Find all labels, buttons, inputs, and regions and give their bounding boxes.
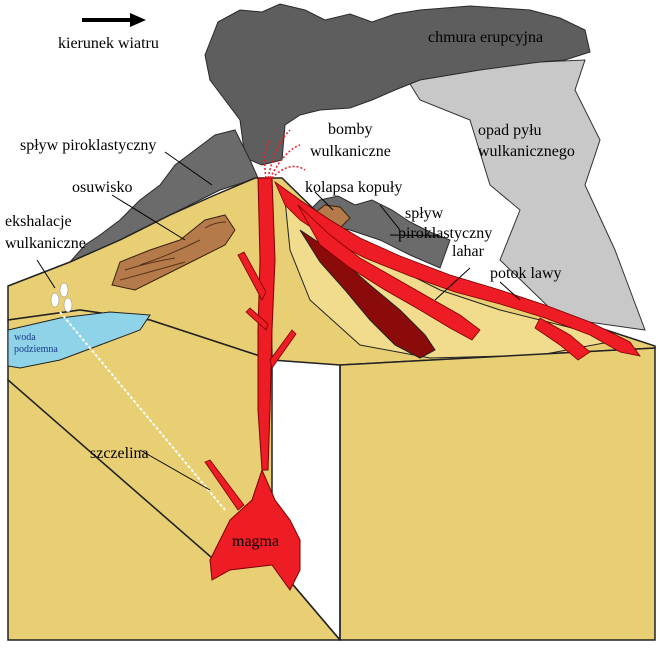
label-fumaroles-2: wulkaniczne [5,235,86,252]
cross-section-right-face [340,348,655,640]
label-pyroclastic-flow-left: spływ piroklastyczny [20,137,156,154]
label-fumaroles-1: ekshalacje [5,213,72,230]
label-groundwater-2: podziemna [14,344,58,355]
label-dome-collapse: kolapsa kopuły [305,179,402,196]
label-lava-flow: potok lawy [490,265,562,282]
label-eruption-cloud: chmura erupcyjna [428,29,543,46]
label-fissure: szczelina [90,445,149,462]
label-landslide: osuwisko [72,179,132,196]
wind-direction-arrow [82,13,146,27]
label-volcanic-bombs-2: wulkaniczne [310,143,391,160]
label-lahar: lahar [452,243,485,260]
label-ash-fall-1: opad pyłu [478,122,542,139]
label-magma: magma [232,533,279,550]
label-wind-direction: kierunek wiatru [58,35,159,52]
label-ash-fall-2: wulkanicznego [478,143,575,160]
label-pyroclastic-flow-right-2: piroklastyczny [398,225,492,242]
label-groundwater-1: woda [14,332,36,343]
label-pyroclastic-flow-right-1: spływ [405,205,444,222]
label-volcanic-bombs-1: bomby [328,121,372,138]
